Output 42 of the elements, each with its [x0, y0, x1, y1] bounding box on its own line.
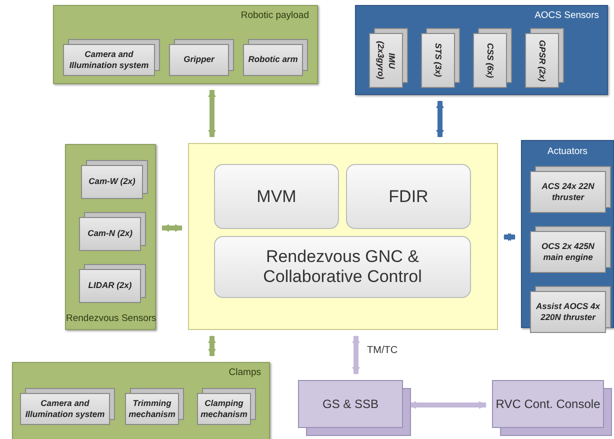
unit-label: Rendezvous GNC & Collaborative Control	[262, 247, 423, 287]
double-arrow	[352, 335, 360, 375]
unit-label: FDIR	[388, 186, 428, 206]
function-box	[346, 164, 471, 229]
unit-label: MVM	[256, 186, 296, 206]
group-panel	[53, 5, 318, 84]
unit-label: Gripper	[184, 54, 214, 66]
unit-label: Robotic arm	[248, 54, 298, 66]
double-arrow	[208, 89, 216, 138]
double-arrow	[161, 224, 183, 232]
unit-label: Cam-N (2x)	[88, 228, 132, 240]
double-arrow	[408, 401, 487, 409]
double-arrow	[503, 233, 516, 241]
unit-label: STS (3x)	[432, 43, 444, 78]
unit-label: IMU (2x3gyro)	[375, 40, 398, 82]
unit-label: GPSR (2x)	[536, 40, 548, 82]
unit-label: GS & SSB	[322, 397, 379, 411]
unit-label: CSS (6x)	[484, 43, 496, 78]
group-title: Rendezvous Sensors	[66, 313, 155, 324]
group-title: Actuators	[546, 146, 589, 157]
unit-label: ACS 24x 22N thruster	[540, 180, 596, 204]
group-panel	[355, 5, 608, 95]
unit-label: RVC Cont. Console	[496, 397, 600, 411]
function-box	[214, 236, 471, 298]
group-title: Clamps	[228, 367, 261, 378]
edge-label: TM/TC	[366, 345, 399, 356]
unit-label: Camera and Illumination system	[68, 48, 150, 72]
group-panel	[65, 144, 156, 330]
unit-label: Trimming mechanism	[128, 398, 176, 420]
unit-label: Assist AOCS 4x 220N thruster	[535, 300, 601, 324]
double-arrow	[436, 100, 444, 138]
unit-label: Cam-W (2x)	[88, 176, 136, 188]
group-title: AOCS Sensors	[534, 10, 599, 21]
group-panel	[12, 362, 270, 439]
unit-label: OCS 2x 425N main engine	[540, 240, 596, 264]
controller-panel	[188, 143, 498, 330]
unit-label: Camera and Illumination system	[24, 398, 106, 420]
unit-label: LIDAR (2x)	[88, 280, 132, 292]
double-arrow	[208, 335, 216, 357]
group-title: Robotic payload	[240, 10, 309, 21]
function-box	[214, 164, 339, 229]
unit-label: Clamping mechanism	[200, 398, 248, 420]
